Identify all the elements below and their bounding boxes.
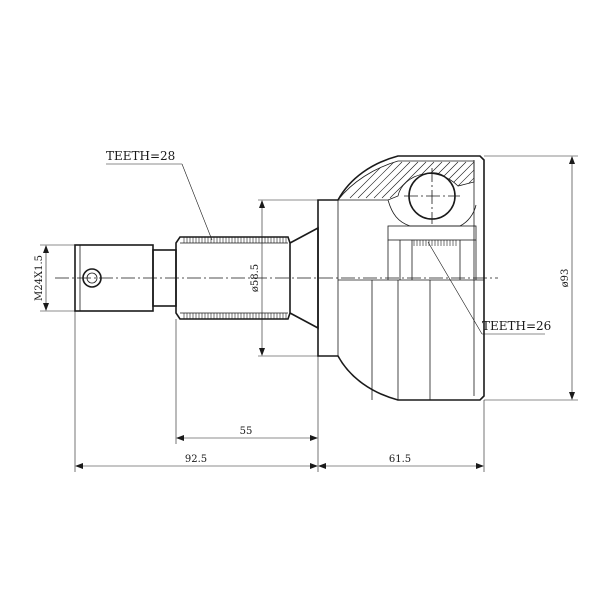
label-teeth-26: TEETH=26 <box>482 319 551 333</box>
label-length-bell: 61.5 <box>389 454 411 465</box>
stem-hole <box>82 268 102 288</box>
dimension-lines <box>43 156 575 469</box>
label-bell-diameter: ø93 <box>560 269 571 288</box>
label-teeth-28: TEETH=28 <box>106 149 175 163</box>
label-shaft-diameter: ø58.5 <box>250 264 261 292</box>
label-length-stem: 92.5 <box>185 454 207 465</box>
label-thread: M24X1.5 <box>34 255 45 301</box>
label-length-spline: 55 <box>240 426 253 437</box>
leader-lines <box>106 163 545 335</box>
extension-lines <box>40 155 578 472</box>
section-hatching <box>349 161 474 199</box>
threaded-stem <box>74 244 177 312</box>
